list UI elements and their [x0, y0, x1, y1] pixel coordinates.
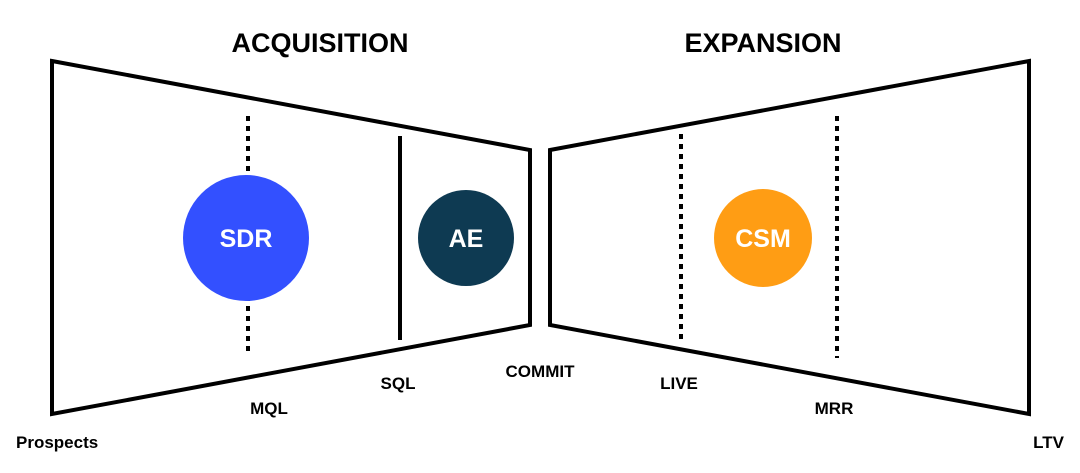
- csm-label: CSM: [735, 225, 791, 253]
- stage-label-prospects: Prospects: [16, 433, 98, 452]
- csm-bubble: [714, 189, 812, 287]
- sdr-label: SDR: [220, 225, 273, 253]
- ae-label: AE: [449, 225, 484, 253]
- expansion-funnel: [548, 58, 1031, 417]
- sdr-bubble: [183, 175, 309, 301]
- stage-label-mql: MQL: [250, 399, 288, 418]
- ae-bubble: [418, 190, 514, 286]
- stage-label-live: LIVE: [660, 374, 698, 393]
- stage-label-mrr: MRR: [815, 399, 854, 418]
- acquisition-heading: ACQUISITION: [231, 28, 408, 58]
- acquisition-funnel: [50, 58, 532, 417]
- stage-label-commit: COMMIT: [506, 362, 576, 381]
- expansion-heading: EXPANSION: [684, 28, 841, 58]
- stage-label-ltv: LTV: [1033, 433, 1065, 452]
- stage-label-sql: SQL: [381, 374, 416, 393]
